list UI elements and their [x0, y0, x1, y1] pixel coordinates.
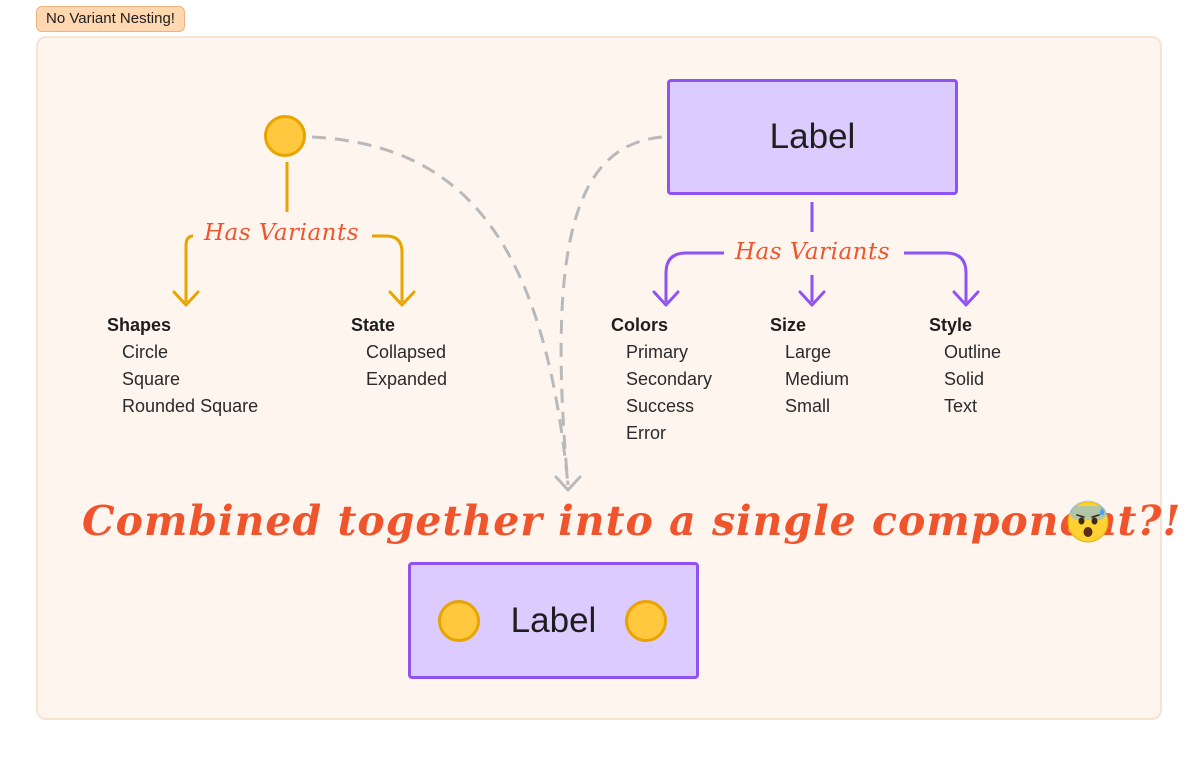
purple-arrow-middle [798, 290, 826, 307]
variant-item: Square [122, 369, 181, 389]
variant-item: Rounded Square [122, 396, 259, 416]
variant-group-colors: Colors Primary Secondary Success Error [611, 312, 712, 447]
circle-component[interactable] [264, 115, 306, 157]
dashed-connector-arrowhead [554, 475, 582, 492]
label-component-text: Label [769, 117, 856, 156]
variant-group-size: Size Large Medium Small [770, 312, 849, 420]
label-component[interactable]: Label [667, 79, 958, 195]
variant-item: Small [785, 396, 831, 416]
variant-item: Success [626, 396, 695, 416]
variant-group-shapes: Shapes Circle Square Rounded Square [107, 312, 258, 420]
variant-item: Large [785, 342, 832, 362]
variant-item: Collapsed [366, 342, 447, 362]
variant-group-title: Colors [611, 315, 669, 335]
yellow-arrow-right [388, 290, 416, 307]
purple-branch-right [904, 251, 968, 302]
variant-group-title: Shapes [107, 315, 172, 335]
variant-item: Outline [944, 342, 1002, 362]
combined-trailing-circle [625, 600, 667, 642]
variant-item: Expanded [366, 369, 448, 389]
variant-item: Text [944, 396, 978, 416]
variant-group-title: Size [770, 315, 807, 335]
purple-arrow-left [652, 290, 680, 307]
variant-item: Medium [785, 369, 850, 389]
variant-item: Solid [944, 369, 985, 389]
dashed-connector-from-circle [311, 135, 570, 486]
headline-annotation: Combined together into a single componen… [82, 497, 1182, 545]
dashed-connector-from-label [559, 135, 663, 486]
frame-title-tag[interactable]: No Variant Nesting! [36, 6, 185, 32]
variant-item: Primary [626, 342, 688, 362]
variant-group-style: Style Outline Solid Text [929, 312, 1001, 420]
combined-component-text: Label [510, 600, 597, 640]
yellow-arrow-left [172, 290, 200, 307]
purple-arrow-right [952, 290, 980, 307]
variant-group-title: Style [929, 315, 973, 335]
combined-component[interactable]: Label [408, 562, 699, 679]
has-variants-annotation-left: Has Variants [204, 220, 360, 246]
has-variants-annotation-right: Has Variants [735, 239, 891, 265]
purple-branch-left [664, 251, 724, 302]
variant-group-title: State [351, 315, 396, 335]
variant-group-state: State Collapsed Expanded [351, 312, 447, 393]
variant-item: Secondary [626, 369, 713, 389]
yellow-branch-right [372, 234, 404, 302]
variant-item: Circle [122, 342, 169, 362]
yellow-branch-left [184, 234, 194, 302]
anxious-face-with-sweat-icon [1067, 500, 1109, 543]
variant-item: Error [626, 423, 666, 443]
combined-leading-circle [438, 600, 480, 642]
